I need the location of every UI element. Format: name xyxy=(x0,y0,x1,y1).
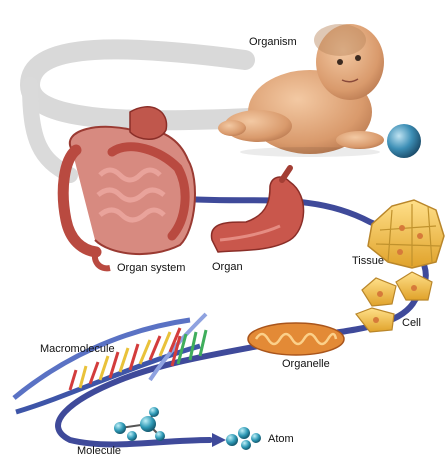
stomach-image xyxy=(211,168,303,252)
molecule-icon xyxy=(114,407,165,441)
mitochondrion-image xyxy=(248,323,344,355)
label-cell: Cell xyxy=(402,318,421,329)
ball-icon xyxy=(387,124,421,158)
pathway-arrowhead xyxy=(212,433,226,447)
atom-icon xyxy=(226,427,261,450)
baby-image xyxy=(218,24,384,157)
label-tissue: Tissue xyxy=(352,256,384,267)
label-atom: Atom xyxy=(268,434,294,445)
label-organelle: Organelle xyxy=(282,359,330,370)
label-macromolecule: Macromolecule xyxy=(40,344,115,355)
dna-helix-image xyxy=(14,314,206,412)
label-organ-system: Organ system xyxy=(117,263,185,274)
digestive-system-image xyxy=(63,107,195,268)
label-organism: Organism xyxy=(249,37,297,48)
label-organ: Organ xyxy=(212,262,243,273)
label-molecule: Molecule xyxy=(77,446,121,457)
